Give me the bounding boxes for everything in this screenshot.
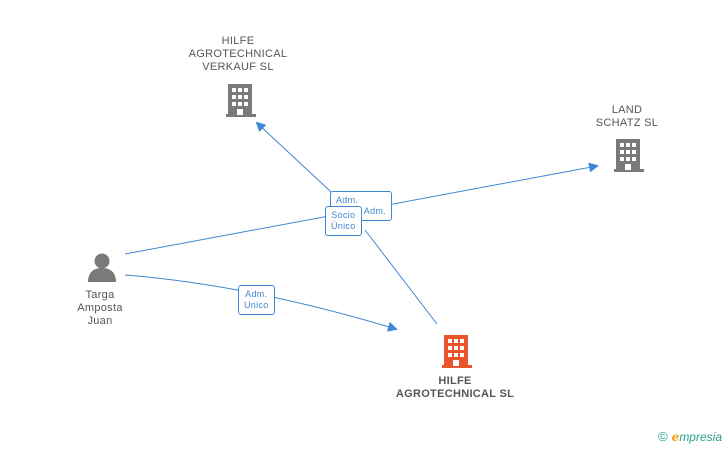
building-icon xyxy=(226,84,256,117)
edge-label-line: Adm. xyxy=(245,289,268,299)
label-line: HILFE xyxy=(221,35,255,47)
node-label-hilfe-verkauf: HILFE AGROTECHNICAL VERKAUF SL xyxy=(188,35,288,74)
label-line: SCHATZ SL xyxy=(595,117,659,129)
building-icon xyxy=(614,139,644,172)
edge-label-line: Único xyxy=(331,221,356,231)
empresia-watermark: ©empresia xyxy=(658,429,722,444)
brand-logo-letter: e xyxy=(671,430,680,444)
node-label-land-schatz: LAND SCHATZ SL xyxy=(587,104,667,130)
edge-label-adm-unico: Adm. Unico xyxy=(238,285,275,315)
edge-label-line: Unico xyxy=(244,300,269,310)
edge-label-socio-unico: Socio Único xyxy=(325,206,362,236)
label-line: LAND xyxy=(611,104,643,116)
edge-label-line: Socio xyxy=(331,210,356,220)
brand-logo-text: mpresia xyxy=(679,430,722,444)
node-label-hilfe-main: HILFE AGROTECHNICAL SL xyxy=(390,375,520,401)
copyright-symbol: © xyxy=(658,429,668,444)
edge-label-line: Adm. xyxy=(336,195,359,205)
label-line: AGROTECHNICAL xyxy=(188,48,288,60)
label-line: VERKAUF SL xyxy=(202,61,274,73)
main-building-icon xyxy=(442,335,472,368)
node-label-targa: Targa Amposta Juan xyxy=(62,289,138,328)
person-icon xyxy=(88,253,116,282)
label-line: AGROTECHNICAL SL xyxy=(395,388,515,400)
edge-main-up-segment xyxy=(364,229,438,325)
label-line: Targa xyxy=(85,289,115,301)
edge-label-line: Adm. xyxy=(363,206,386,216)
label-line: HILFE xyxy=(438,375,472,387)
label-line: Juan xyxy=(87,315,113,327)
label-line: Amposta xyxy=(77,302,123,314)
